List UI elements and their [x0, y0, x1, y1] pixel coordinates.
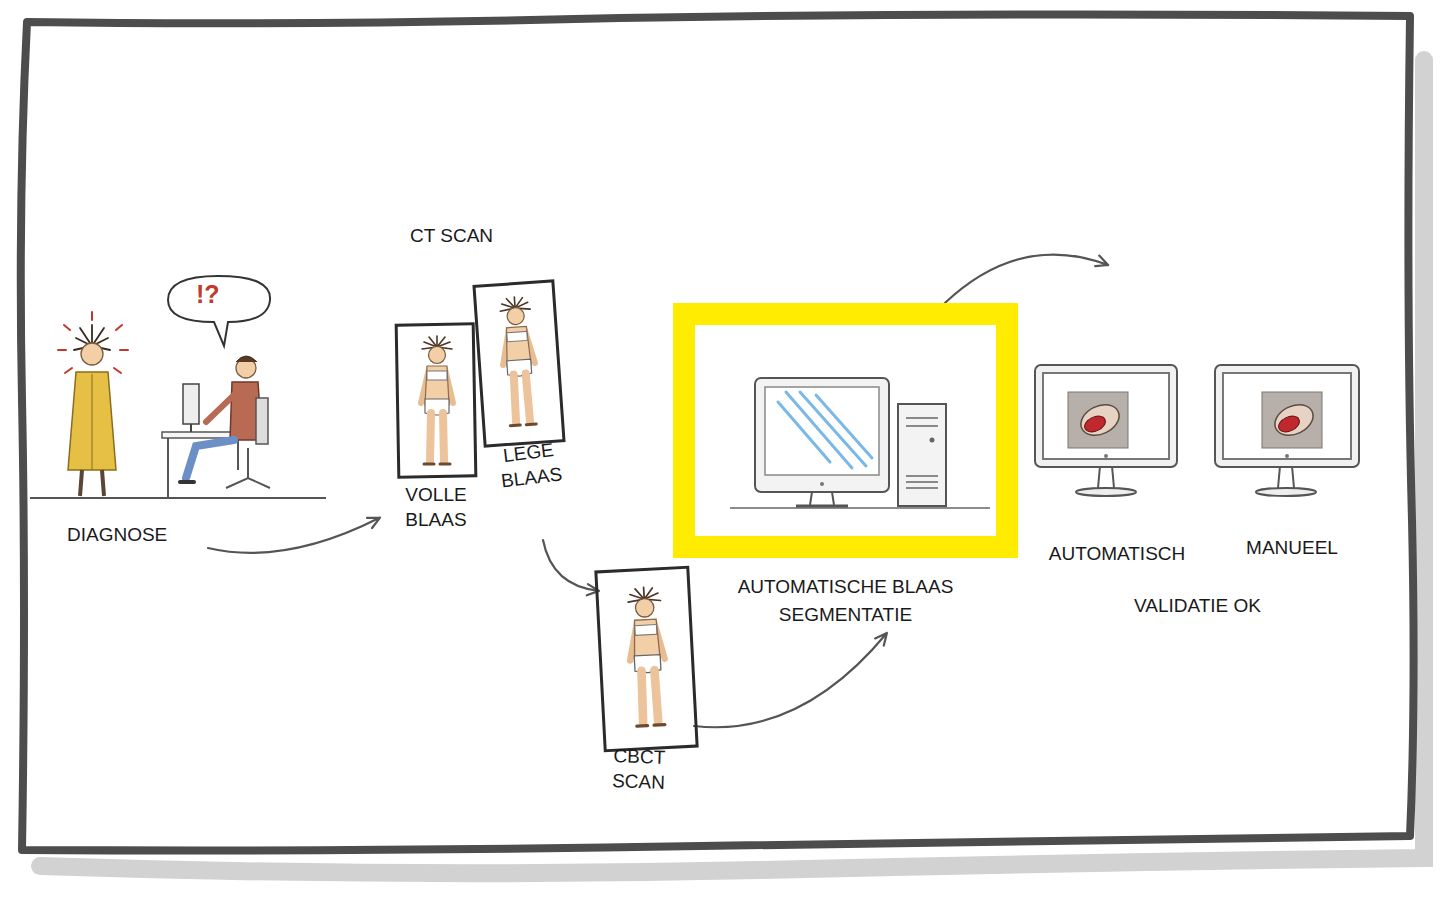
node-label: DIAGNOSE — [67, 522, 227, 547]
diagnose-scene — [30, 276, 326, 498]
flow-arrow — [945, 255, 1108, 303]
scan-thumbnail — [1068, 392, 1128, 448]
scene-group: DIAGNOSE — [40, 280, 340, 548]
node-label: CT SCAN — [410, 223, 560, 248]
node-label: VOLLE BLAAS — [396, 482, 476, 532]
sketch-frame — [21, 14, 1414, 850]
validation-group: VALIDATIE OK AUTOMATISCH MANUEEL — [1025, 265, 1370, 625]
patient-frame-border — [594, 566, 698, 753]
scan-group: CT SCAN VOLLE BLAASLEGE BLAAS — [380, 220, 570, 540]
scan-thumbnail — [1262, 392, 1322, 448]
highlight-border — [673, 303, 1018, 558]
flow-arrow — [694, 633, 887, 727]
node-label: CBCT SCAN — [598, 743, 680, 796]
patient-figure — [498, 296, 539, 426]
node-label: AUTOMATISCHE BLAAS SEGMENTATIE — [718, 573, 973, 629]
patient-frame: CBCT SCAN — [599, 568, 694, 750]
frame-shadow — [40, 60, 1424, 873]
node-label: VALIDATIE OK — [1025, 593, 1370, 618]
patient-frame: VOLLE BLAAS — [396, 323, 476, 478]
patient-figure — [421, 336, 453, 464]
patient-figure — [626, 586, 668, 726]
monitor-box: MANUEEL — [1216, 366, 1358, 466]
highlight-box: AUTOMATISCHE BLAAS SEGMENTATIE — [673, 303, 1018, 633]
monitor-box: AUTOMATISCH — [1036, 366, 1176, 466]
flow-arrow — [208, 518, 380, 553]
exclamation-mark: !? — [196, 280, 220, 309]
patient-frame-border — [395, 322, 478, 478]
monitor-bezel — [1036, 366, 1176, 466]
flow-arrow — [543, 540, 599, 595]
patient-frame-border — [472, 279, 565, 447]
node-label: AUTOMATISCH — [1036, 541, 1198, 566]
monitor-bezel — [1216, 366, 1358, 466]
computer-illustration — [730, 378, 990, 508]
patient-frame: LEGE BLAAS — [478, 282, 560, 445]
node-label: LEGE BLAAS — [487, 435, 572, 494]
node-label: MANUEEL — [1221, 535, 1363, 560]
